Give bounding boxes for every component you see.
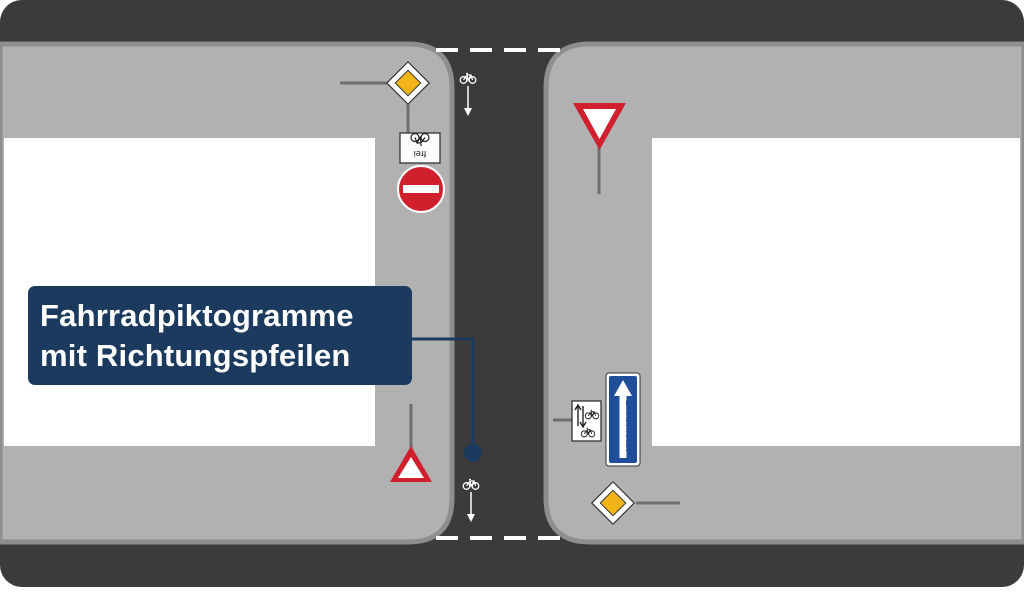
callout-line-1: Fahrradpiktogramme (40, 298, 354, 333)
callout-line-2: mit Richtungspfeilen (40, 338, 351, 373)
no-entry-sign-icon (397, 165, 445, 213)
bicycles-both-directions-sign-icon (553, 400, 602, 442)
yield-sign-icon (573, 103, 626, 194)
callout-leader (410, 337, 482, 462)
callout-label: Fahrradpiktogramme mit Richtungspfeilen (28, 286, 412, 385)
yield-sign-icon (390, 404, 432, 482)
priority-road-sign-icon (590, 480, 680, 526)
bike-exemption-sign: frei (399, 132, 441, 164)
priority-road-sign-icon (340, 60, 431, 134)
one-way-street-sign-icon: Einbahnstraße (605, 372, 641, 467)
arrow-down-icon (464, 86, 472, 116)
arrow-down-icon (467, 492, 475, 522)
one-way-text: Einbahnstraße (624, 400, 633, 452)
building-right (652, 138, 1020, 446)
bike-exemption-text: frei (414, 149, 427, 159)
